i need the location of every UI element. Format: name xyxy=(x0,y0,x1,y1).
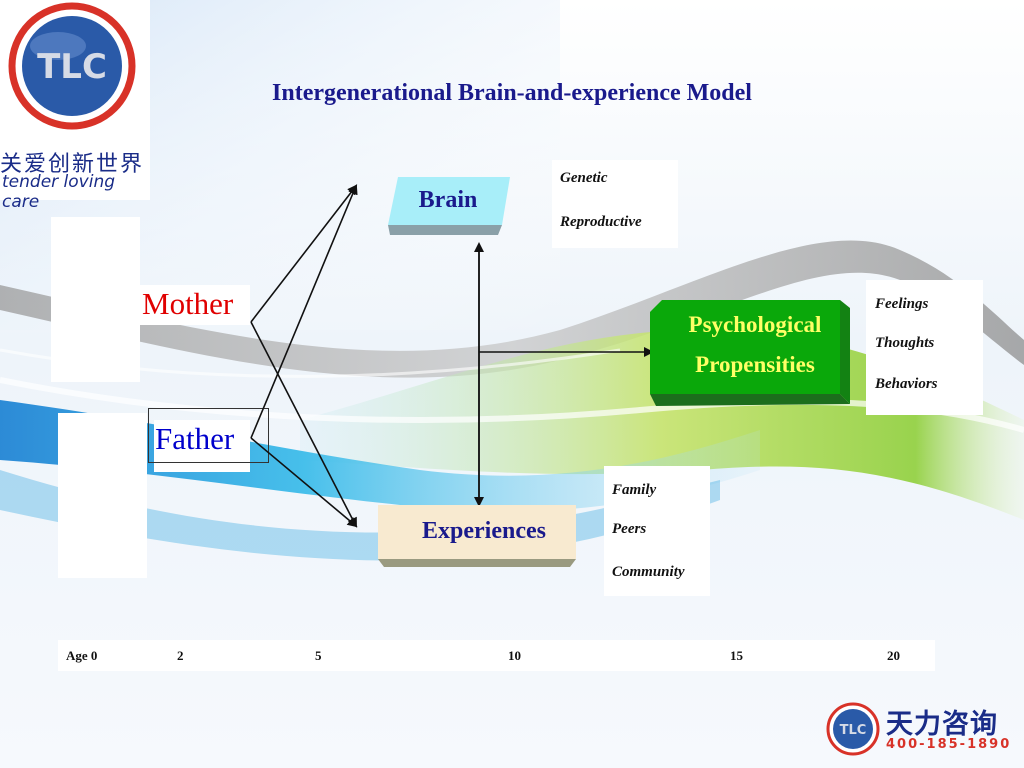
mother-side-panel xyxy=(51,217,140,382)
experience-factors-panel xyxy=(604,466,710,596)
age-label-5: 5 xyxy=(315,648,322,663)
experiences-node-label: Experiences xyxy=(422,518,546,544)
age-label-10: 10 xyxy=(508,648,521,663)
brain-factor-genetic: Genetic xyxy=(560,170,608,186)
age-label-2: 2 xyxy=(177,648,184,663)
father-label: Father xyxy=(155,421,235,456)
mother-label-bg xyxy=(140,285,250,325)
age-label-15: 15 xyxy=(730,648,743,663)
tlc-logo-icon: TLC xyxy=(8,2,136,130)
logo-chinese-text: 关爱创新世界 xyxy=(0,152,145,177)
age-label-0: Age 0 xyxy=(66,648,98,663)
outcome-feelings: Feelings xyxy=(875,296,929,312)
experience-factor-family: Family xyxy=(612,482,657,498)
brand-phone: 400-185-1890 xyxy=(886,737,1012,752)
page-title: Intergenerational Brain-and-experience M… xyxy=(272,80,752,106)
outcome-behaviors: Behaviors xyxy=(875,376,938,392)
brand-mark-text: TLC xyxy=(840,723,867,738)
psych-node-shape xyxy=(650,300,850,406)
age-label-20: 20 xyxy=(887,648,900,663)
father-to-brain-arrow xyxy=(250,184,358,439)
mother-to-experiences-arrow xyxy=(250,321,357,528)
father-label-bg xyxy=(154,420,250,472)
experience-factor-community: Community xyxy=(612,564,685,580)
outcome-thoughts: Thoughts xyxy=(875,335,935,351)
psych-outcomes-panel xyxy=(866,280,983,415)
logo-english-text: tender loving care xyxy=(2,172,116,212)
age-timeline xyxy=(58,640,935,671)
brand-chinese-name: 天力咨询 xyxy=(886,709,998,740)
brain-node-shape xyxy=(388,177,510,235)
father-selection-box xyxy=(148,408,269,463)
brain-node-label: Brain xyxy=(418,187,478,213)
psych-node-line2: Propensities xyxy=(695,352,815,377)
brain-factor-reproductive: Reproductive xyxy=(560,214,642,230)
experience-factor-peers: Peers xyxy=(612,521,647,537)
father-side-panel xyxy=(58,413,147,578)
father-to-experiences-arrow xyxy=(250,437,358,528)
brand-logo-icon: TLC xyxy=(826,702,880,756)
psych-node-line1: Psychological xyxy=(688,312,822,337)
logo-mark-text: TLC xyxy=(37,47,107,87)
mother-label: Mother xyxy=(142,286,234,321)
experiences-node-shape xyxy=(378,505,576,567)
mother-to-brain-arrow xyxy=(250,184,358,323)
brain-factors-panel xyxy=(552,160,678,248)
